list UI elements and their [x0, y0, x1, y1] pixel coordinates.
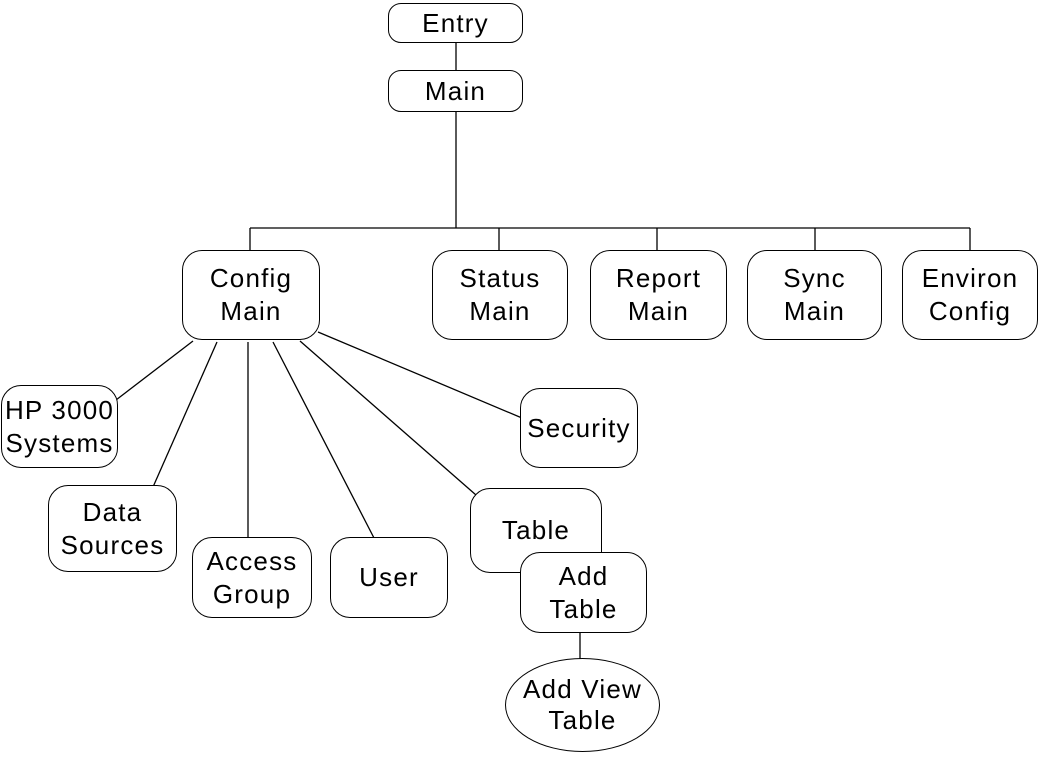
node-entry: Entry [388, 3, 523, 43]
node-report-main: Report Main [590, 250, 727, 340]
edge-config-hp3000 [115, 340, 194, 401]
node-label-line1: Status [459, 263, 541, 293]
node-label-line2: Config [928, 296, 1012, 326]
node-label-line2: Table [548, 705, 617, 735]
node-access-group: Access Group [192, 537, 312, 618]
node-add-table: Add Table [520, 552, 647, 633]
node-status-main: Status Main [432, 250, 568, 340]
node-label: Table [501, 515, 571, 545]
node-add-view-table: Add View Table [505, 658, 660, 752]
node-label-line1: Access [206, 545, 298, 576]
node-label-line2: Main [469, 296, 531, 326]
node-label-line2: Table [549, 593, 618, 624]
edge-config-data-sources [152, 341, 218, 488]
node-config-main: Config Main [182, 250, 320, 340]
node-label-line1: Add [558, 560, 609, 591]
node-label-line1: HP 3000 [4, 394, 115, 425]
node-security: Security [520, 388, 638, 468]
node-label-line2: Systems [5, 427, 114, 458]
node-label-line1: Environ [921, 263, 1019, 293]
node-label-line1: Data [82, 496, 143, 527]
node-label-line1: Report [615, 263, 702, 293]
node-label-line1: Config [209, 263, 293, 293]
node-label-line1: Sync [783, 263, 846, 293]
edge-config-user [272, 341, 375, 539]
node-label: Security [527, 412, 631, 443]
edge-config-table [299, 340, 477, 496]
node-label-line2: Main [220, 296, 282, 326]
node-environ-config: Environ Config [902, 250, 1038, 340]
node-data-sources: Data Sources [48, 485, 177, 572]
node-label-line1: Add View [523, 674, 642, 704]
node-hp3000-systems: HP 3000 Systems [1, 385, 118, 468]
edge-config-security [317, 331, 523, 419]
node-label: Main [424, 75, 487, 106]
node-label: User [359, 562, 419, 592]
node-main: Main [388, 70, 523, 112]
node-label-line2: Main [783, 296, 846, 326]
node-label-line2: Sources [60, 529, 165, 560]
node-label: Entry [422, 7, 489, 38]
node-label-line2: Group [212, 578, 292, 609]
node-user: User [330, 537, 448, 618]
node-sync-main: Sync Main [747, 250, 882, 340]
node-label-line2: Main [627, 296, 690, 326]
